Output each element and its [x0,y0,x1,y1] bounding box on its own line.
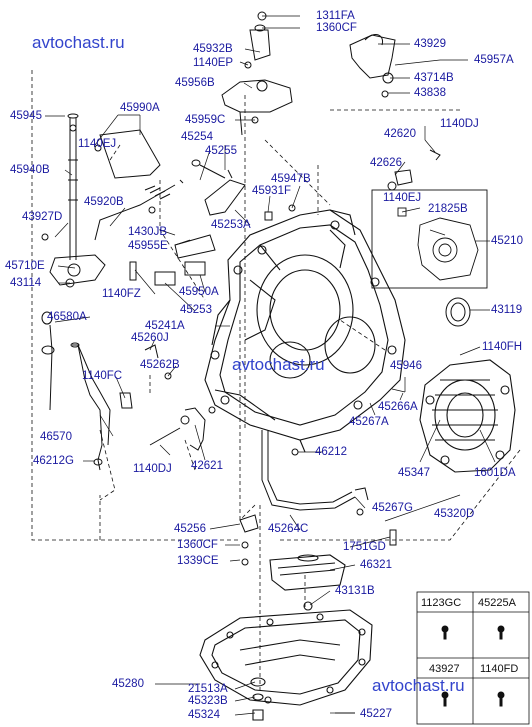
watermark: avtochast.ru [372,676,465,695]
part-label-45947b[interactable]: 45947B [271,173,311,185]
part-label-45262b[interactable]: 45262B [140,359,180,371]
part-label-45256[interactable]: 45256 [174,523,206,535]
part-label-45267g[interactable]: 45267G [372,502,413,514]
part-label-1140dj-bottom[interactable]: 1140DJ [133,463,172,475]
part-label-43714b[interactable]: 43714B [414,72,454,84]
oil-filter [269,554,346,611]
part-label-43838[interactable]: 43838 [414,87,446,99]
legend-table-frame [416,591,530,725]
part-label-1339ce[interactable]: 1339CE [177,555,219,567]
part-label-45946[interactable]: 45946 [390,360,422,372]
part-label-1140ej[interactable]: 1140EJ [78,138,117,150]
part-label-46212g[interactable]: 46212G [33,455,74,467]
part-label-45920b[interactable]: 45920B [84,196,124,208]
part-label-45323b[interactable]: 45323B [188,695,228,707]
part-label-43131b[interactable]: 43131B [335,585,375,597]
watermark: avtochast.ru [232,355,325,374]
part-label-46321[interactable]: 46321 [360,559,392,571]
part-label-45940b[interactable]: 45940B [10,164,50,176]
part-label-42621[interactable]: 42621 [191,460,223,472]
part-label-45957a[interactable]: 45957A [474,54,514,66]
part-label-1360cf-bottom[interactable]: 1360CF [177,539,218,551]
part-label-46212[interactable]: 46212 [315,446,347,458]
part-label-1140fz[interactable]: 1140FZ [102,288,141,300]
part-label-43929[interactable]: 43929 [414,38,446,50]
part-label-45990a[interactable]: 45990A [120,102,160,114]
part-label-45955e[interactable]: 45955E [128,240,168,252]
watermark: avtochast.ru [32,33,125,52]
speed-sensor [387,149,441,191]
part-label-46570[interactable]: 46570 [40,431,72,443]
part-label-45253a[interactable]: 45253A [211,219,251,231]
part-label-45710e[interactable]: 45710E [5,260,45,272]
legend-cell[interactable]: 1140FD [480,663,519,675]
oil-pipe [239,430,397,566]
part-label-1140fh[interactable]: 1140FH [482,341,523,353]
oil-pan [199,609,373,721]
oil-seal [445,297,471,327]
part-label-1140ej-right[interactable]: 1140EJ [383,192,422,204]
part-label-42626[interactable]: 42626 [370,157,402,169]
part-label-45267a[interactable]: 45267A [349,416,389,428]
part-label-45956b[interactable]: 45956B [175,77,215,89]
part-label-45264c[interactable]: 45264C [268,523,309,535]
legend-cell[interactable]: 1123GC [421,597,462,609]
small-fittings [119,344,216,451]
part-label-45241a[interactable]: 45241A [145,320,185,332]
part-label-45266a[interactable]: 45266A [378,401,418,413]
part-label-45253[interactable]: 45253 [180,304,212,316]
part-label-45227[interactable]: 45227 [360,708,392,720]
leader-lines [45,15,496,716]
legend-bolt-icons [441,625,505,707]
part-label-45255[interactable]: 45255 [205,145,237,157]
part-label-45320d[interactable]: 45320D [434,508,475,520]
part-label-45932b[interactable]: 45932B [193,43,233,55]
part-label-21513a[interactable]: 21513A [188,683,228,695]
part-label-45945[interactable]: 45945 [10,110,42,122]
part-label-45280[interactable]: 45280 [112,678,144,690]
part-label-42620[interactable]: 42620 [384,128,416,140]
part-label-45210[interactable]: 45210 [491,235,523,247]
part-label-45931f[interactable]: 45931F [252,185,292,197]
manual-lever [221,11,293,136]
legend-cell[interactable]: 45225A [478,597,516,609]
part-label-1601da[interactable]: 1601DA [474,467,516,479]
cable-bracket [349,34,396,98]
part-label-45254[interactable]: 45254 [181,131,213,143]
part-label-45347[interactable]: 45347 [398,467,430,479]
side-cover [419,359,516,473]
part-label-1140dj[interactable]: 1140DJ [440,118,479,130]
part-label-1430jb[interactable]: 1430JB [128,226,168,238]
part-label-45260j[interactable]: 45260J [131,332,169,344]
valve-body-parts [129,159,296,286]
part-label-1140ep[interactable]: 1140EP [193,57,234,69]
transaxle-case [204,209,406,453]
part-label-45950a[interactable]: 45950A [179,286,219,298]
part-label-1360cf[interactable]: 1360CF [316,22,357,34]
part-label-21825b[interactable]: 21825B [428,203,468,215]
part-label-43119[interactable]: 43119 [491,304,523,316]
part-label-1751gd[interactable]: 1751GD [343,541,386,553]
manual-shaft [41,113,106,288]
part-label-45324[interactable]: 45324 [188,709,220,721]
part-label-46580a[interactable]: 46580A [47,311,87,323]
part-label-43927d[interactable]: 43927D [22,211,63,223]
detent-spring [94,129,184,241]
legend-cell[interactable]: 43927 [429,663,460,675]
dipstick [41,311,111,471]
part-label-1311fa[interactable]: 1311FA [316,10,355,22]
inhibitor-switch-box [371,189,488,289]
part-label-43114[interactable]: 43114 [10,277,42,289]
part-label-1140fc[interactable]: 1140FC [82,370,123,382]
part-label-45959c[interactable]: 45959C [185,114,226,126]
